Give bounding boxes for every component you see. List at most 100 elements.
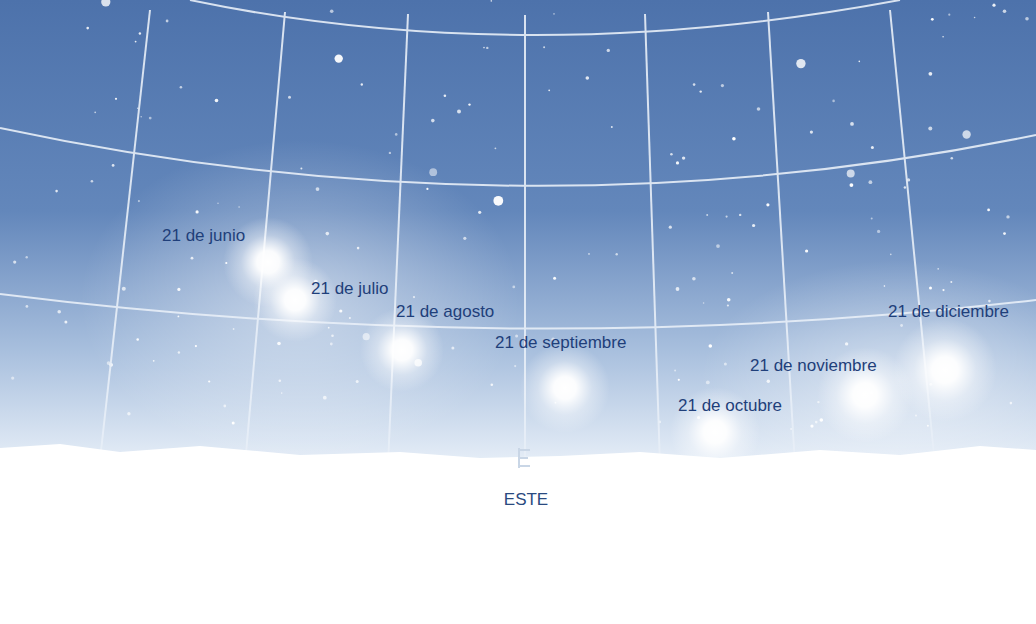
star	[739, 214, 741, 216]
star	[796, 59, 805, 68]
star	[238, 206, 240, 208]
star	[328, 327, 330, 329]
star	[495, 147, 497, 149]
star	[215, 99, 219, 103]
date-label: 21 de diciembre	[888, 302, 1009, 322]
star	[877, 230, 880, 233]
star	[884, 285, 886, 287]
star	[553, 13, 555, 15]
star	[721, 84, 724, 87]
star	[491, 383, 494, 386]
star	[208, 380, 210, 382]
star	[326, 232, 330, 236]
date-label: 21 de junio	[162, 226, 245, 246]
star	[724, 363, 727, 366]
star	[288, 96, 291, 99]
star	[871, 217, 873, 219]
star	[1010, 402, 1013, 405]
star	[426, 188, 428, 190]
star	[611, 126, 613, 128]
star	[942, 36, 944, 38]
star	[974, 17, 976, 19]
star	[929, 72, 933, 76]
star	[13, 261, 16, 264]
star	[361, 83, 363, 85]
star	[706, 381, 710, 385]
star	[692, 277, 696, 281]
star	[674, 369, 676, 371]
star	[115, 98, 117, 100]
star	[395, 133, 398, 136]
star	[928, 126, 932, 130]
star	[94, 111, 96, 113]
star	[731, 272, 733, 274]
star	[112, 164, 115, 167]
star	[330, 9, 334, 13]
star	[869, 180, 873, 184]
star-field	[11, 0, 1029, 430]
star	[832, 100, 835, 103]
star	[232, 421, 235, 424]
star	[26, 305, 29, 308]
star	[55, 190, 58, 193]
star	[277, 342, 281, 346]
star	[468, 103, 470, 105]
star	[951, 157, 954, 160]
star	[223, 405, 226, 408]
star	[727, 304, 729, 306]
star	[732, 137, 736, 141]
haze	[80, 140, 520, 460]
coordinate-grid	[0, 0, 1036, 465]
star	[890, 254, 892, 256]
star	[790, 428, 792, 430]
star	[726, 216, 728, 218]
star	[682, 156, 685, 159]
star	[553, 277, 556, 280]
star	[871, 146, 874, 149]
star	[478, 211, 481, 214]
star	[300, 167, 302, 169]
star	[153, 360, 155, 362]
star	[810, 425, 813, 428]
star	[678, 379, 680, 381]
star	[805, 249, 808, 252]
star	[847, 170, 855, 178]
star	[752, 224, 755, 227]
star	[483, 47, 485, 49]
star	[709, 344, 713, 348]
star	[512, 286, 515, 289]
star	[703, 302, 705, 304]
star	[281, 392, 283, 394]
east-marker	[519, 448, 530, 468]
star	[323, 396, 327, 400]
date-label: 21 de agosto	[396, 302, 494, 322]
star	[57, 310, 61, 314]
star	[716, 244, 720, 248]
star	[431, 119, 435, 123]
star	[335, 54, 343, 62]
star	[139, 32, 141, 34]
star	[191, 257, 194, 260]
star	[233, 328, 235, 330]
star	[451, 347, 454, 350]
star	[937, 268, 939, 270]
star	[429, 168, 437, 176]
star	[931, 18, 934, 21]
star	[64, 321, 67, 324]
star	[845, 342, 848, 345]
star	[992, 4, 995, 7]
star	[330, 343, 333, 346]
sky-ground	[0, 0, 1036, 470]
star	[279, 379, 282, 382]
star	[122, 287, 126, 291]
star	[140, 116, 142, 118]
star	[493, 196, 503, 206]
star	[316, 187, 320, 191]
star	[217, 202, 219, 204]
star	[339, 309, 342, 312]
star	[349, 317, 351, 319]
star	[101, 0, 110, 7]
star	[962, 130, 970, 138]
star	[676, 287, 680, 291]
